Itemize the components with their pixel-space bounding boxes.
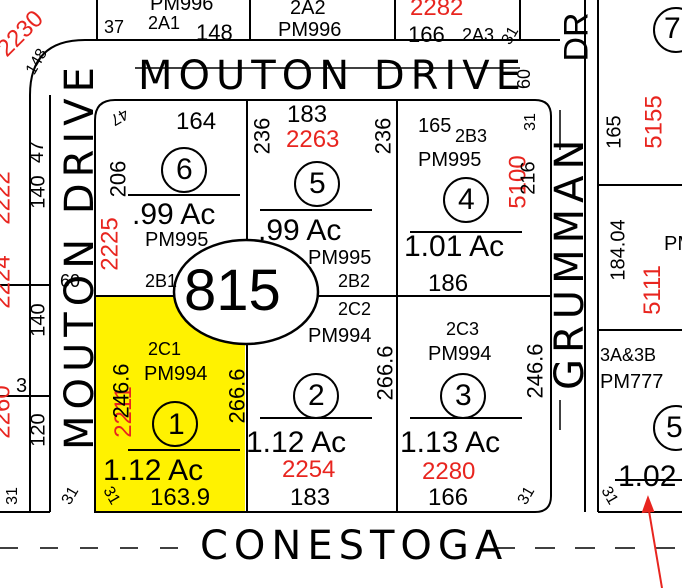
lot-2-pm: PM994 (308, 325, 372, 347)
dim-60-top: 60 (514, 68, 535, 90)
dim-206: 206 (105, 160, 131, 198)
lot-number-3: 3 (455, 379, 472, 412)
lot-6-apn: 2225 (96, 217, 124, 271)
lot-3-area: 1.13 Ac (400, 426, 501, 459)
nb-47: 47 (26, 140, 49, 164)
nb-184-04: 184.04 (607, 219, 630, 281)
lot-6-block: 2B1 (145, 271, 178, 291)
lot-6-area: .99 Ac (132, 198, 216, 231)
nb-2a1: 2A1 (148, 13, 181, 33)
dim-165: 165 (418, 115, 452, 137)
nb-140-b: 140 (27, 303, 50, 337)
nb-2a3: 2A3 (462, 25, 495, 45)
street-mouton-drive-top: MOUTON DRIVE (138, 53, 527, 99)
nb-1-02: 1.02 (618, 460, 677, 493)
lot-2-block: 2C2 (338, 299, 372, 319)
nb-37: 37 (104, 17, 125, 37)
lot-4-pm: PM995 (418, 149, 482, 171)
nb-2224: 2224 (0, 255, 16, 309)
dim-216: 216 (517, 161, 540, 195)
dim-186: 186 (428, 270, 469, 297)
dim-166: 166 (428, 484, 469, 511)
lot-number-5: 5 (309, 167, 326, 200)
lot-4-block: 2B3 (455, 126, 488, 146)
dim-183-bottom: 183 (290, 484, 331, 511)
nb-5155: 5155 (640, 95, 668, 149)
nb-pm996-a: PM996 (150, 0, 214, 15)
dim-236-right: 236 (370, 117, 396, 155)
lot-5-apn: 2263 (286, 126, 340, 153)
book-page-number: 815 (184, 258, 281, 323)
dim-236-left: 236 (249, 117, 275, 155)
lot-2-apn: 2254 (282, 456, 336, 483)
dim-246-6-right: 246.6 (522, 343, 548, 399)
nb-circle-7: 7 (664, 12, 681, 45)
nb-2260: 2260 (0, 385, 16, 439)
red-arrow-icon (647, 504, 663, 588)
dim-183-top: 183 (287, 101, 328, 128)
nb-pm996-b: PM996 (278, 19, 342, 41)
lot-5-pm: PM995 (308, 247, 372, 269)
dim-31-top-right: 31 (521, 113, 539, 131)
nb-3: 3 (16, 375, 28, 397)
nb-circle-5: 5 (666, 411, 682, 444)
book-page-oval (172, 238, 320, 346)
street-mouton-drive-left: MOUTON DRIVE (57, 61, 103, 450)
lot-number-1: 1 (168, 408, 185, 441)
nb-165: 165 (603, 115, 626, 149)
lot-1-area: 1.12 Ac (103, 454, 204, 487)
nb-120: 120 (27, 413, 50, 447)
street-grumman-dr: DR (557, 12, 596, 62)
block-outline (94, 99, 552, 513)
dim-266-6-right: 266.6 (372, 345, 398, 401)
nb-3a-3b: 3A&3B (600, 345, 657, 365)
lot-5-block: 2B2 (338, 271, 371, 291)
nb-148-a: 148 (196, 20, 233, 45)
nb-pm777: PM777 (600, 371, 664, 393)
lot-3-apn: 2280 (422, 458, 476, 485)
dim-60-left: 60 (60, 271, 81, 291)
nb-31-left: 31 (3, 487, 21, 505)
lot-2-area: 1.12 Ac (246, 426, 347, 459)
dim-246-6-left: 246.6 (108, 363, 134, 419)
lot-1-block: 2C1 (148, 339, 182, 359)
nb-5111: 5111 (638, 265, 666, 315)
dim-164: 164 (176, 108, 217, 135)
lot-number-4: 4 (458, 183, 475, 216)
nb-2a2: 2A2 (290, 0, 326, 19)
lot-number-6: 6 (176, 153, 193, 186)
lot-3-block: 2C3 (446, 319, 480, 339)
lot-6-pm: PM995 (145, 229, 209, 251)
street-conestoga: CONESTOGA (200, 523, 509, 569)
nb-2222: 2222 (0, 171, 16, 225)
lot-5-area: .99 Ac (258, 214, 342, 247)
dim-266-6-left: 266.6 (224, 368, 250, 424)
nb-pm: PM (664, 233, 682, 255)
lot-1-pm: PM994 (144, 363, 208, 385)
nb-140-a: 140 (27, 175, 50, 209)
lot-3-pm: PM994 (428, 343, 492, 365)
nb-2282: 2282 (410, 0, 464, 21)
dim-163-9: 163.9 (150, 484, 211, 511)
nb-166: 166 (408, 22, 445, 47)
lot-number-2: 2 (308, 379, 325, 412)
lot-4-area: 1.01 Ac (404, 230, 505, 263)
street-grumman: GRUMMAN (547, 133, 593, 390)
